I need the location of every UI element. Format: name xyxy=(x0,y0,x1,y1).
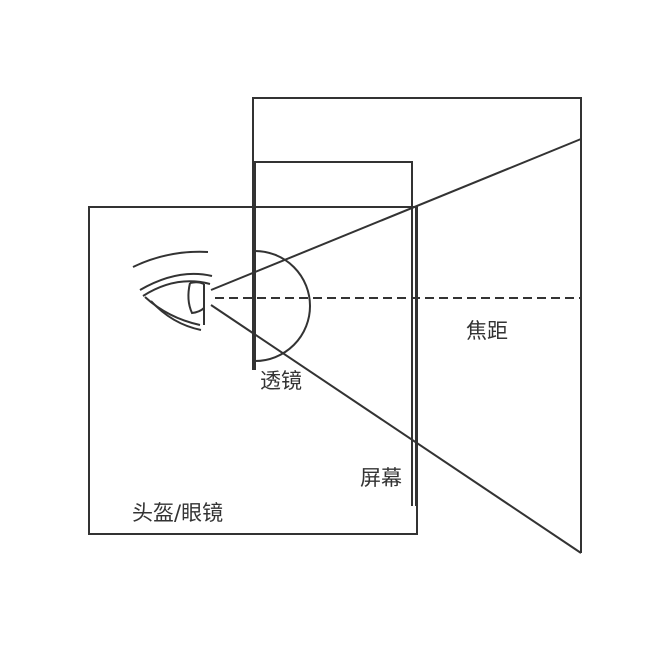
screen-frame xyxy=(254,161,413,506)
lens-shape xyxy=(254,250,311,362)
view-ray-upper xyxy=(210,138,582,291)
eye-icon xyxy=(132,250,213,331)
screen-label: 屏幕 xyxy=(360,466,402,490)
helmet-glasses-label: 头盔/眼镜 xyxy=(132,501,223,525)
focal-length-label: 焦距 xyxy=(466,319,508,343)
view-ray-lower xyxy=(210,304,582,554)
focal-length-frame xyxy=(252,97,582,553)
lens-label: 透镜 xyxy=(260,369,302,393)
